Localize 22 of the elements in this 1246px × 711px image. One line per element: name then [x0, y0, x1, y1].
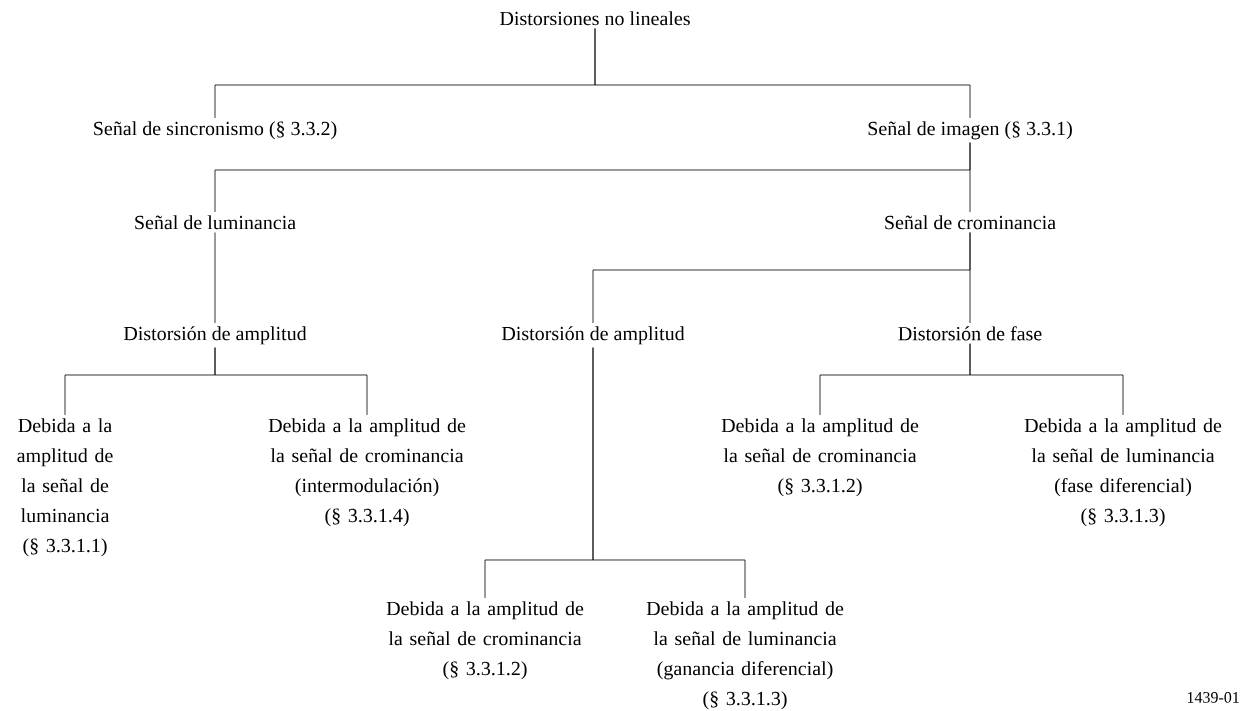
tree-node-label: Distorsión de amplitud — [501, 326, 685, 345]
connector-line — [592, 347, 746, 599]
connector-line — [214, 347, 368, 416]
tree-node-label: Distorsiones no lineales — [500, 11, 690, 26]
tree-node-label: Debida a la amplitud de la señal de crominancia (intermodulación) (§ 3.3.1.4) — [268, 418, 466, 527]
connector-line — [969, 232, 971, 324]
tree-node-label: Distorsión de fase — [898, 326, 1042, 341]
tree-node-label: Debida a la amplitud de la señal de luminancia (ganancia diferencial) (§ 3.3.1.3) — [646, 601, 844, 710]
connector-line — [969, 142, 971, 213]
tree-node-label: Señal de crominancia — [885, 215, 1056, 230]
tree-node-label: Debida a la amplitud de la señal de crominancia (§ 3.3.1.2) — [386, 601, 584, 680]
tree-node-label: Debida a la amplitud de la señal de luminancia (fase diferencial) (§ 3.3.1.3) — [1024, 418, 1222, 527]
tree-node-label: Señal de imagen (§ 3.3.1) — [868, 121, 1072, 140]
tree-node-label: Debida a la amplitud de la señal de crominancia (§ 3.3.1.2) — [721, 418, 919, 497]
tree-node-label: Debida a la amplitud de la señal de luminancia (§ 3.3.1.1) — [17, 418, 113, 557]
connector-line — [214, 232, 216, 324]
tree-node-label: Señal de sincronismo (§ 3.3.2) — [94, 121, 337, 140]
connector-line — [594, 28, 971, 119]
figure-number: 1439-01 — [1187, 692, 1239, 703]
tree-node-label: Señal de luminancia — [135, 215, 296, 230]
tree-node-label: Distorsión de amplitud — [123, 326, 307, 345]
connector-line — [969, 343, 1124, 416]
